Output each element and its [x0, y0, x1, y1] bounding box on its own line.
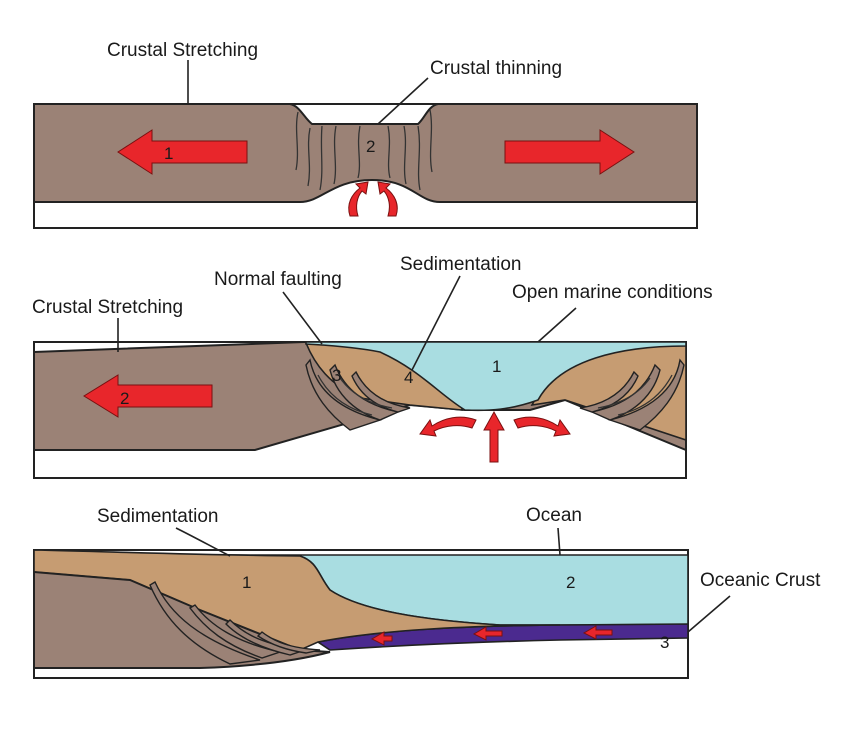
- fault-blocks-right: [579, 358, 685, 431]
- label-ocean: Ocean: [526, 505, 582, 526]
- leader-thinning: [377, 77, 429, 125]
- leader-marine: [537, 307, 577, 343]
- label-sedimentation: Sedimentation: [400, 254, 521, 275]
- label-normal-faulting: Normal faulting: [214, 269, 342, 290]
- panel1-number-2: 2: [366, 137, 375, 156]
- panel3-number-1: 1: [242, 573, 251, 592]
- panel2-number-3: 3: [332, 366, 341, 385]
- continental-crust: [33, 103, 698, 203]
- upwelling-arrow-left-icon: [348, 181, 369, 217]
- panel-crustal-stretching: 1 2 Crustal Stretching Crustal thinning: [33, 40, 698, 229]
- sediment-wedge: [33, 549, 561, 651]
- label-crustal-thinning: Crustal thinning: [430, 58, 562, 79]
- label-crustal-stretching: Crustal Stretching: [32, 297, 183, 318]
- label-oceanic-crust: Oceanic Crust: [700, 570, 821, 591]
- flow-arrow-2-icon: [472, 626, 503, 641]
- flow-arrow-1-icon: [370, 631, 393, 646]
- upwelling-arrow-right-icon: [377, 181, 398, 217]
- open-marine-water: [305, 341, 687, 412]
- crustal-cracks: [295, 109, 433, 191]
- leader-ocean: [557, 527, 561, 556]
- arrow-right-icon: [504, 129, 635, 175]
- label-crustal-stretching: Crustal Stretching: [107, 40, 258, 61]
- flow-arrow-left-icon: [419, 416, 477, 437]
- leader-faulting: [282, 291, 323, 345]
- arrow-left-icon: [83, 374, 213, 418]
- panel2-number-2: 2: [120, 389, 129, 408]
- label-sedimentation: Sedimentation: [97, 506, 218, 527]
- upwelling-arrow-up-icon: [483, 410, 505, 463]
- fault-blocks-left: [305, 358, 411, 431]
- panel2-number-1: 1: [492, 357, 501, 376]
- label-open-marine-conditions: Open marine conditions: [512, 282, 713, 303]
- leader-oceanic-crust: [687, 595, 731, 633]
- leader-sedimentation: [411, 275, 461, 371]
- panel1-number-1: 1: [164, 144, 173, 163]
- fault-blocks: [149, 580, 321, 665]
- flow-arrow-3-icon: [582, 625, 613, 640]
- arrow-left-icon: [117, 129, 248, 175]
- panel3-number-3: 3: [660, 633, 669, 652]
- flow-arrow-right-icon: [513, 416, 571, 437]
- panel3-number-2: 2: [566, 573, 575, 592]
- panel-passive-margin: 1 2 3 Sedimentation Ocean Oceanic Crust: [33, 505, 821, 679]
- leader-sedimentation: [175, 527, 231, 557]
- panel2-number-4: 4: [404, 368, 413, 387]
- panel-normal-faulting: 1 2 3 4 Normal faulting Sedimentation Cr…: [32, 254, 713, 479]
